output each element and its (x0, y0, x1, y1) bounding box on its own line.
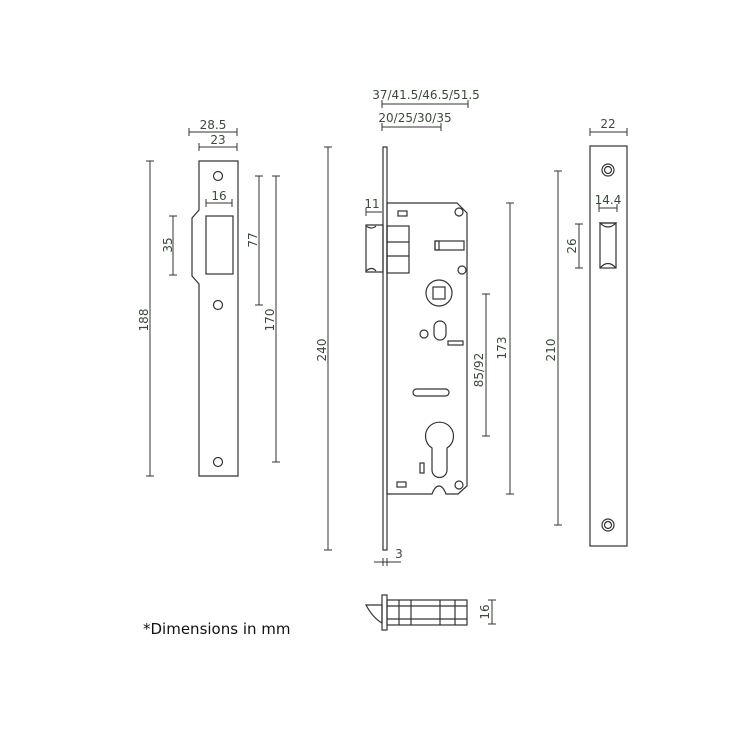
lock-body-dimensions: 37/41.5/46.5/51.5 20/25/30/35 11 240 85/… (315, 88, 514, 566)
dim-faceplate-height: 240 (315, 339, 329, 362)
dim-lip-height: 35 (161, 237, 175, 252)
dim-center-distance: 85/92 (472, 353, 486, 388)
lock-body-top-view: 16 (364, 594, 496, 631)
dim-latch-projection: 11 (364, 197, 379, 211)
dim-hole-spacing: 210 (544, 339, 558, 362)
dim-strike-width-inner: 23 (210, 133, 225, 147)
faceplate-dimensions: 22 14.4 26 210 (544, 117, 628, 526)
strike-plate-dimensions: 28.5 23 16 35 188 77 170 (137, 118, 280, 477)
lock-body (365, 146, 468, 551)
faceplate (589, 145, 628, 547)
strike-plate (191, 160, 239, 477)
dim-case-depth: 16 (478, 604, 492, 619)
dim-case-height: 173 (495, 337, 509, 360)
dim-backset: 20/25/30/35 (378, 111, 451, 125)
dim-faceplate-thickness: 3 (395, 547, 403, 561)
dim-latch-opening-width: 16 (211, 189, 226, 203)
dim-strike-width-outer: 28.5 (200, 118, 227, 132)
dim-latch-hole-height: 26 (565, 238, 579, 253)
dim-hole-spacing-upper: 77 (246, 232, 260, 247)
dim-latch-hole-width: 14.4 (595, 193, 622, 207)
dim-strike-height: 188 (137, 309, 151, 332)
dim-hole-spacing-total: 170 (263, 309, 277, 332)
dim-backset-total: 37/41.5/46.5/51.5 (372, 88, 480, 102)
dim-faceplate-width: 22 (600, 117, 615, 131)
units-note: *Dimensions in mm (143, 620, 291, 638)
